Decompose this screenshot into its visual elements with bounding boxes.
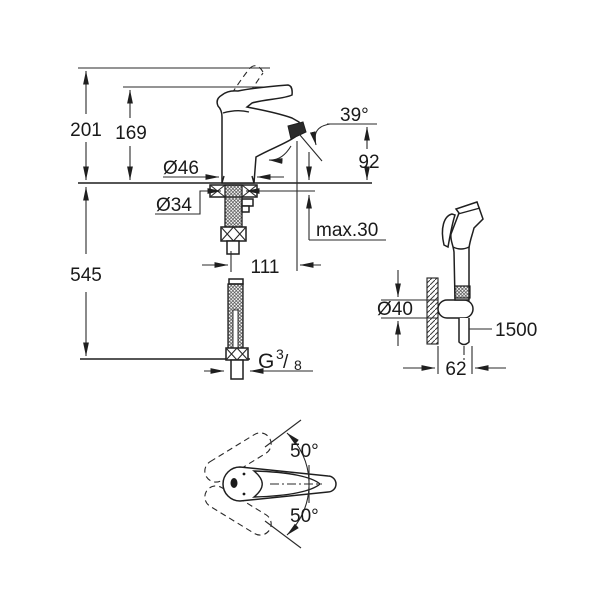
threaded-shank: [224, 184, 243, 228]
flexible-hose: [225, 278, 249, 380]
dim-max-counter: max.30: [306, 152, 386, 241]
swing-extension-lower: [264, 520, 302, 549]
dim-label-d34: Ø34: [156, 195, 192, 216]
dim-label-92: 92: [358, 152, 379, 173]
faucet-body: [216, 84, 303, 184]
hand-shower-view: Ø40 1500 62: [377, 201, 537, 380]
swing-arc-lower: [286, 486, 310, 536]
lever-plan-outline: [222, 466, 337, 502]
dim-spray-angle: 39°: [309, 105, 377, 146]
spray-angle-leader: [309, 123, 331, 146]
clamp-step-2: [241, 205, 250, 213]
wall-section: [426, 277, 439, 345]
dim-below-counter: 545: [70, 186, 102, 357]
dim-label-545: 545: [70, 265, 102, 286]
thread-label-numerator: 3: [276, 346, 284, 362]
shank-tube: [226, 240, 240, 255]
dim-label-62: 62: [445, 359, 466, 380]
dim-shank-diameter: Ø34: [155, 188, 315, 216]
thread-label-g: G: [258, 350, 274, 373]
spray-inlet-nut: [454, 285, 471, 299]
spray-axis-line: [293, 127, 323, 162]
dim-base-diameter: Ø46: [163, 158, 284, 180]
spray-neck-line: [452, 246, 470, 250]
shower-holder: [437, 299, 474, 319]
dim-spout-projection: 111: [202, 141, 321, 278]
spray-handle: [450, 201, 484, 301]
clamp-step-1: [241, 198, 254, 207]
spray-head-face-line: [457, 207, 481, 215]
base-flare-right: [251, 175, 255, 184]
shower-hose-stub: [458, 318, 470, 346]
lever-cap-slot: [230, 478, 238, 488]
lever-dot-top: [242, 472, 246, 476]
dim-label-111: 111: [251, 257, 280, 278]
dim-label-169: 169: [115, 123, 147, 144]
aerator: [287, 121, 307, 140]
dim-label-d40: Ø40: [377, 299, 413, 320]
lever-dot-bottom: [242, 492, 246, 496]
dim-label-39deg: 39°: [340, 105, 369, 126]
dim-label-d46: Ø46: [163, 158, 199, 179]
spray-trigger: [441, 213, 456, 249]
thread-label-denominator: 8: [294, 357, 302, 373]
dim-label-1500: 1500: [495, 320, 537, 341]
connector-cross-hatch: [225, 347, 249, 361]
dim-label-50deg-lower: 50°: [290, 506, 319, 527]
dim-wall-distance: 62: [403, 346, 506, 380]
dim-thread: G 3 / 8: [204, 346, 313, 374]
handle-top-view: 50° 50°: [204, 419, 337, 549]
swing-arc-upper: [286, 432, 310, 482]
mounting-shank: [209, 184, 258, 255]
mounting-nut: [220, 226, 247, 242]
flow-direction-arrow: [268, 145, 292, 164]
lever-plan-blade: [251, 470, 322, 498]
hose-connector-nut: [225, 347, 249, 361]
base-flare-left: [221, 175, 225, 184]
dim-label-201: 201: [70, 120, 102, 141]
hose-top-fitting: [228, 278, 244, 285]
dim-escutcheon-diameter: Ø40: [377, 270, 413, 346]
nut-cross-hatch: [220, 226, 247, 242]
body-handle-seam: [222, 110, 250, 114]
front-view: 201 169 545 39: [70, 65, 386, 380]
swing-extension-upper: [264, 419, 302, 448]
hose-inner-tube: [232, 309, 239, 349]
connector-tube: [230, 359, 244, 380]
thread-label-slash: /: [283, 352, 289, 373]
dim-hose-length: 1500: [469, 320, 537, 341]
dim-spout-height: 92: [358, 126, 380, 181]
dim-total-height: 201: [70, 70, 102, 181]
dim-label-max30: max.30: [316, 220, 378, 241]
dim-label-50deg-upper: 50°: [290, 441, 319, 462]
dim-lever-height: 169: [115, 89, 147, 181]
